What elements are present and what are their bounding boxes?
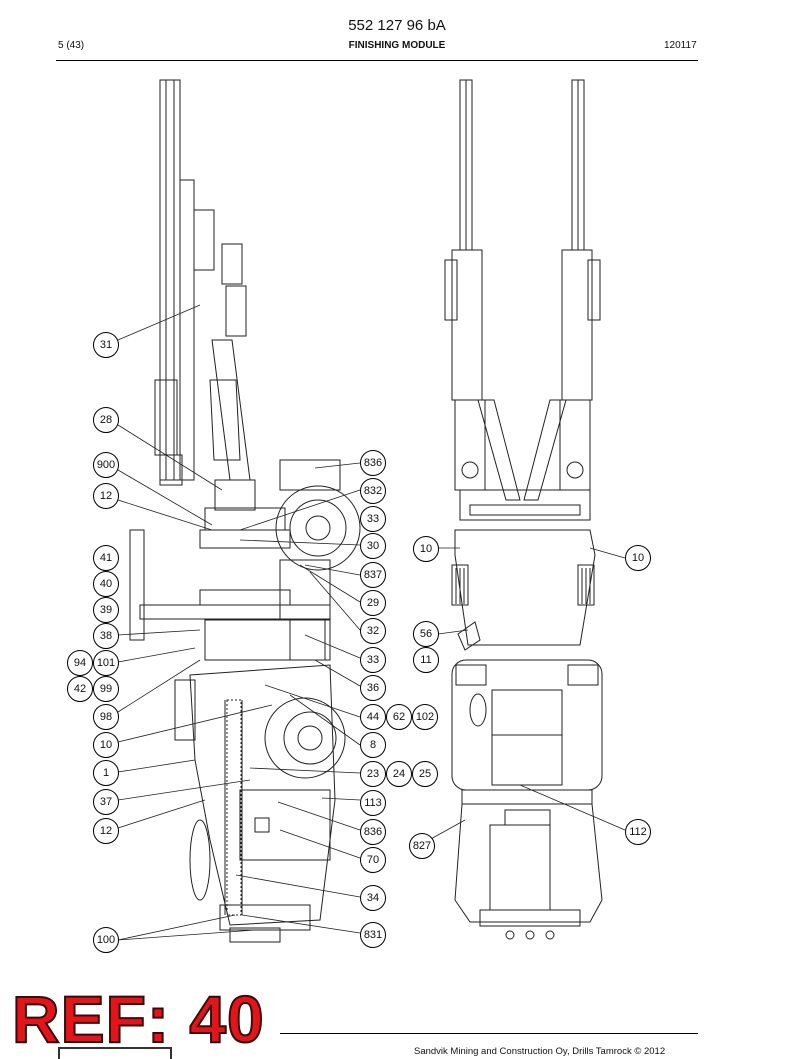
callout-1: 1 <box>93 760 119 786</box>
callout-28: 28 <box>93 407 119 433</box>
callout-37: 37 <box>93 789 119 815</box>
callout-94: 94 <box>67 650 93 676</box>
callout-33: 33 <box>360 647 386 673</box>
callout-832: 832 <box>360 478 386 504</box>
callout-32: 32 <box>360 618 386 644</box>
ref-stamp: REF: 40 <box>11 982 265 1056</box>
callout-33: 33 <box>360 506 386 532</box>
callout-836: 836 <box>360 450 386 476</box>
callout-101: 101 <box>93 650 119 676</box>
callout-42: 42 <box>67 676 93 702</box>
callout-30: 30 <box>360 533 386 559</box>
callout-98: 98 <box>93 704 119 730</box>
callout-41: 41 <box>93 545 119 571</box>
callout-11: 11 <box>413 647 439 673</box>
callout-900: 900 <box>93 452 119 478</box>
callout-24: 24 <box>386 761 412 787</box>
document-date: 120117 <box>664 40 697 51</box>
side-view-drawing <box>129 79 361 943</box>
callout-56: 56 <box>413 621 439 647</box>
page-number: 5 (43) <box>58 40 85 51</box>
callout-62: 62 <box>386 704 412 730</box>
callout-23: 23 <box>360 761 386 787</box>
callout-39: 39 <box>93 597 119 623</box>
callout-10: 10 <box>413 536 439 562</box>
callout-38: 38 <box>93 623 119 649</box>
callout-25: 25 <box>412 761 438 787</box>
callout-70: 70 <box>360 847 386 873</box>
callout-34: 34 <box>360 885 386 911</box>
callout-29: 29 <box>360 590 386 616</box>
callout-100: 100 <box>93 927 119 953</box>
callout-102: 102 <box>412 704 438 730</box>
callout-113: 113 <box>360 790 386 816</box>
header-rule <box>56 60 698 61</box>
leader-lines <box>117 304 626 941</box>
callout-44: 44 <box>360 704 386 730</box>
callout-8: 8 <box>360 732 386 758</box>
callout-10: 10 <box>93 732 119 758</box>
footer-rule <box>280 1033 698 1034</box>
callout-99: 99 <box>93 676 119 702</box>
callout-12: 12 <box>93 483 119 509</box>
callout-112: 112 <box>625 819 651 845</box>
callout-827: 827 <box>409 833 435 859</box>
callout-12: 12 <box>93 818 119 844</box>
callout-40: 40 <box>93 571 119 597</box>
callout-836: 836 <box>360 819 386 845</box>
callout-36: 36 <box>360 675 386 701</box>
company-logo <box>58 1047 172 1059</box>
footer-copyright: Sandvik Mining and Construction Oy, Dril… <box>414 1046 666 1057</box>
callout-831: 831 <box>360 922 386 948</box>
page-title: FINISHING MODULE <box>348 40 446 51</box>
front-view-drawing <box>444 79 603 940</box>
callout-837: 837 <box>360 562 386 588</box>
callout-31: 31 <box>93 332 119 358</box>
document-code: 552 127 96 bA <box>348 17 446 34</box>
callout-10: 10 <box>625 545 651 571</box>
